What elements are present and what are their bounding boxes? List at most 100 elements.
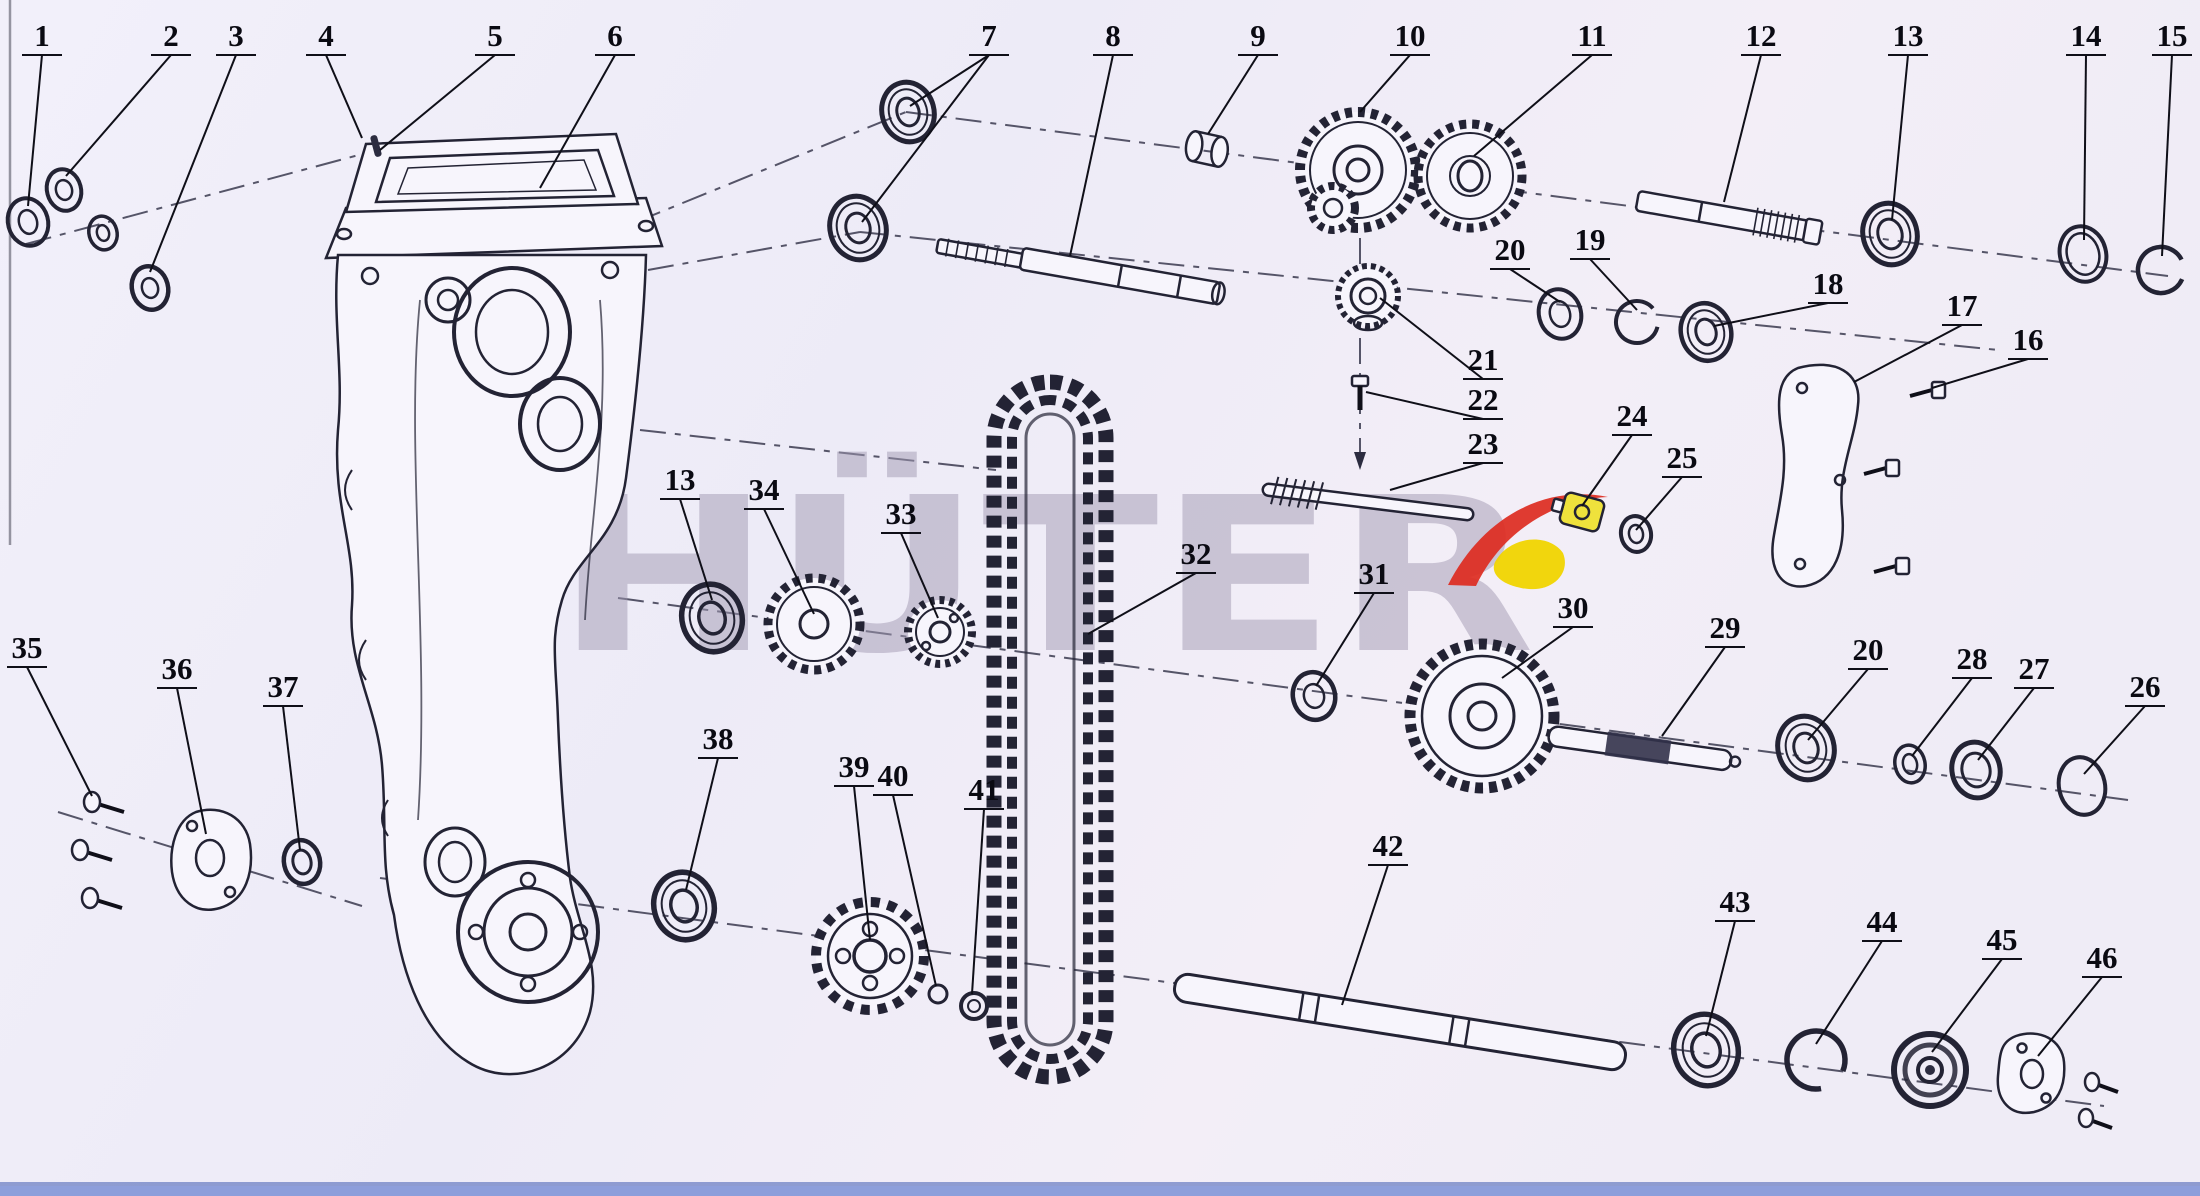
callout-leader-line <box>1069 54 1114 257</box>
callout-leader-line <box>176 687 207 835</box>
ring-41 <box>959 991 989 1021</box>
callout-leader-line <box>1891 54 1909 221</box>
part-number-label: 5 <box>487 18 503 53</box>
callout-leader-line <box>1341 864 1389 1006</box>
bottom-strip <box>0 1186 2200 1196</box>
part-number-label: 36 <box>162 651 193 686</box>
shaft-23 <box>1261 476 1475 522</box>
part-number-label: 13 <box>665 462 696 497</box>
callout-leader-line <box>1087 572 1197 635</box>
callout-leader-line <box>1509 268 1561 303</box>
part-number-label: 11 <box>1577 18 1606 53</box>
bottom-strip-dark <box>0 1182 2200 1186</box>
part-number-label: 38 <box>703 721 734 756</box>
sprocket-39 <box>811 897 929 1015</box>
shaft-8 <box>935 238 1226 306</box>
pin-5 <box>370 135 382 157</box>
part-number-label: 1 <box>34 18 50 53</box>
screw-35-c <box>80 886 123 910</box>
callout-leader-line <box>1853 324 1963 383</box>
part-number-label: 42 <box>1373 828 1404 863</box>
cover-plate-36 <box>170 808 253 911</box>
callout-leader-line <box>853 785 871 941</box>
part-number-label: 10 <box>1395 18 1426 53</box>
bearing-38 <box>650 869 718 943</box>
screw-35-b <box>70 838 113 862</box>
part-number-label: 2 <box>163 18 179 53</box>
part-number-label: 22 <box>1468 382 1499 417</box>
callout-leader-line <box>1359 54 1411 113</box>
callout-leader-line <box>685 757 719 891</box>
tensioner-24 <box>1550 491 1606 533</box>
callout-leader-line <box>1389 462 1484 491</box>
part-number-label: 7 <box>981 18 997 53</box>
bearing-20b <box>1775 713 1837 783</box>
gear-34 <box>763 573 865 675</box>
part-number-label: 25 <box>1667 440 1698 475</box>
part-number-label: 21 <box>1468 342 1499 377</box>
part-number-label: 41 <box>969 772 1000 807</box>
callout-leader-line <box>763 508 815 615</box>
bushing-25 <box>1618 514 1654 554</box>
callout-leader-line <box>1911 677 1973 757</box>
callout-leader-line <box>2037 976 2103 1057</box>
part-number-label: 12 <box>1746 18 1777 53</box>
part-number-label: 17 <box>1947 288 1978 323</box>
part-number-label: 45 <box>1987 922 2018 957</box>
callout-leader-line <box>2083 705 2146 775</box>
bolt-16-c <box>1873 556 1911 576</box>
part-number-label: 40 <box>878 758 909 793</box>
callout-leader-line <box>1379 297 1484 380</box>
callout-leader-line <box>2083 54 2087 241</box>
circlip-19 <box>1614 299 1660 345</box>
bolt-22 <box>1350 374 1370 470</box>
callout-leader-line <box>1931 958 2003 1053</box>
part-number-label: 39 <box>839 749 870 784</box>
washer-2b <box>87 214 119 252</box>
washer-2 <box>44 167 84 213</box>
part-number-label: 14 <box>2071 18 2102 53</box>
part-number-label: 31 <box>1359 556 1390 591</box>
screw-35-a <box>82 790 125 814</box>
part-number-label: 28 <box>1957 641 1988 676</box>
part-number-label: 8 <box>1105 18 1121 53</box>
bearing-13-top <box>1860 200 1920 268</box>
bushing-37 <box>281 837 323 887</box>
callout-leader-line <box>1581 434 1633 507</box>
spacer-3 <box>129 263 171 313</box>
callout-leader-line <box>282 705 301 851</box>
part-number-label: 43 <box>1720 884 1751 919</box>
part-number-label: 20 <box>1495 232 1526 267</box>
callout-leader-line <box>325 54 363 139</box>
part-number-label: 44 <box>1867 904 1898 939</box>
part-number-label: 3 <box>228 18 244 53</box>
callout-leader-line <box>1705 920 1736 1037</box>
part-number-label: 27 <box>2019 651 2050 686</box>
cover-plate-46 <box>1996 1032 2119 1130</box>
bearing-43 <box>1670 1011 1742 1089</box>
part-number-label: 29 <box>1710 610 1741 645</box>
bolt-16-b <box>1863 458 1901 478</box>
bearing-13-mid <box>678 581 746 655</box>
part-number-label: 32 <box>1181 536 1212 571</box>
watermark: HÜTER <box>555 451 1608 701</box>
callout-leader-line <box>1977 687 2035 761</box>
part-number-label: 34 <box>749 472 780 507</box>
gear-30 <box>1404 638 1560 794</box>
part-number-label: 19 <box>1575 222 1606 257</box>
callout-leader-line <box>539 54 616 189</box>
callout-leader-line <box>149 54 237 273</box>
gearbox-housing <box>324 132 664 1076</box>
washer-20a <box>1536 287 1584 341</box>
circlip-44 <box>1784 1028 1848 1092</box>
part-number-label: 13 <box>1893 18 1924 53</box>
part-number-label: 26 <box>2130 669 2161 704</box>
part-number-label: 46 <box>2087 940 2118 975</box>
callout-leader-line <box>65 54 172 177</box>
shaft-42 <box>1172 972 1628 1072</box>
callout-leader-line <box>1315 592 1375 687</box>
callout-leader-line <box>1207 54 1259 135</box>
